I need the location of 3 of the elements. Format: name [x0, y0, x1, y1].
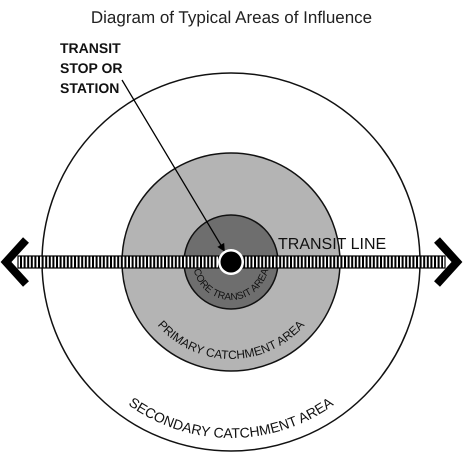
callout-text: TRANSIT STOP OR STATION: [60, 39, 124, 98]
leader-line: [121, 80, 225, 252]
diagram-title: Diagram of Typical Areas of Influence: [90, 8, 374, 28]
